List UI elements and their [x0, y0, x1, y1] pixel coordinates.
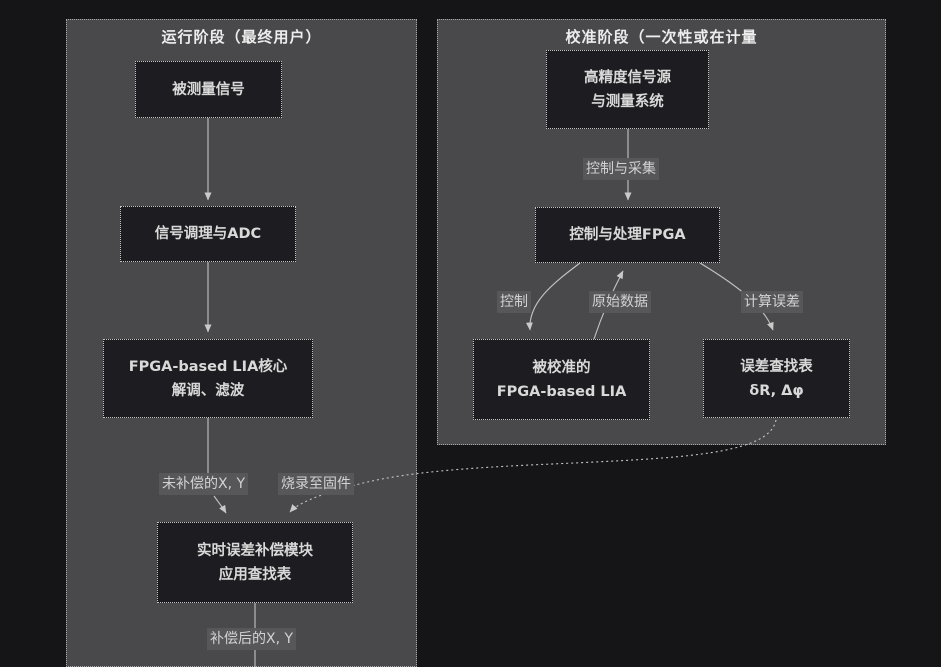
- node-fpga-lia-core-line1: FPGA-based LIA核心: [128, 358, 288, 375]
- panel-title-runtime: 运行阶段（最终用户）: [161, 28, 322, 46]
- node-precision-signal-source: 高精度信号源 与测量系统: [546, 50, 709, 129]
- edge-fpga-control-to-lia: [525, 262, 581, 331]
- node-control-fpga-label: 控制与处理FPGA: [569, 227, 686, 243]
- node-control-processing-fpga: 控制与处理FPGA: [535, 207, 720, 263]
- edge-label-compensated-xy: 补偿后的X, Y: [207, 628, 297, 650]
- node-realtime-compensation-module: 实时误差补偿模块 应用查找表: [157, 522, 353, 603]
- node-measured-signal: 被测量信号: [135, 61, 282, 118]
- node-precision-source-line2: 与测量系统: [591, 93, 664, 110]
- edge-uncompensated-to-module: [213, 495, 227, 514]
- panel-title-calibration: 校准阶段（一次性或在计量: [565, 28, 758, 46]
- edge-label-control: 控制: [497, 291, 531, 313]
- node-error-lut-line2: δR, Δφ: [749, 382, 804, 399]
- edge-label-control-acquire: 控制与采集: [583, 158, 659, 180]
- edge-label-uncompensated-xy: 未补偿的X, Y: [159, 473, 249, 495]
- node-calibrated-lia-line1: 被校准的: [532, 359, 591, 376]
- node-compensation-line1: 实时误差补偿模块: [197, 542, 313, 559]
- edge-label-burn-to-firmware: 烧录至固件: [278, 473, 354, 495]
- node-compensation-line2: 应用查找表: [218, 566, 292, 583]
- node-fpga-lia-core: FPGA-based LIA核心 解调、滤波: [103, 339, 313, 418]
- node-error-lut-line1: 误差查找表: [740, 358, 813, 375]
- node-error-lookup-table: 误差查找表 δR, Δφ: [703, 339, 850, 418]
- node-signal-conditioning-label: 信号调理与ADC: [154, 226, 262, 242]
- node-precision-source-line1: 高精度信号源: [584, 69, 671, 86]
- edge-label-raw-data: 原始数据: [589, 291, 651, 313]
- node-measured-signal-label: 被测量信号: [172, 81, 245, 98]
- node-calibrated-lia: 被校准的 FPGA-based LIA: [473, 339, 650, 420]
- node-fpga-lia-core-line2: 解调、滤波: [171, 382, 245, 399]
- node-signal-conditioning-adc: 信号调理与ADC: [120, 206, 296, 262]
- node-calibrated-lia-line2: FPGA-based LIA: [496, 383, 627, 400]
- edge-label-compute-error: 计算误差: [741, 291, 803, 313]
- edge-lut-burn-to-module: [289, 419, 777, 513]
